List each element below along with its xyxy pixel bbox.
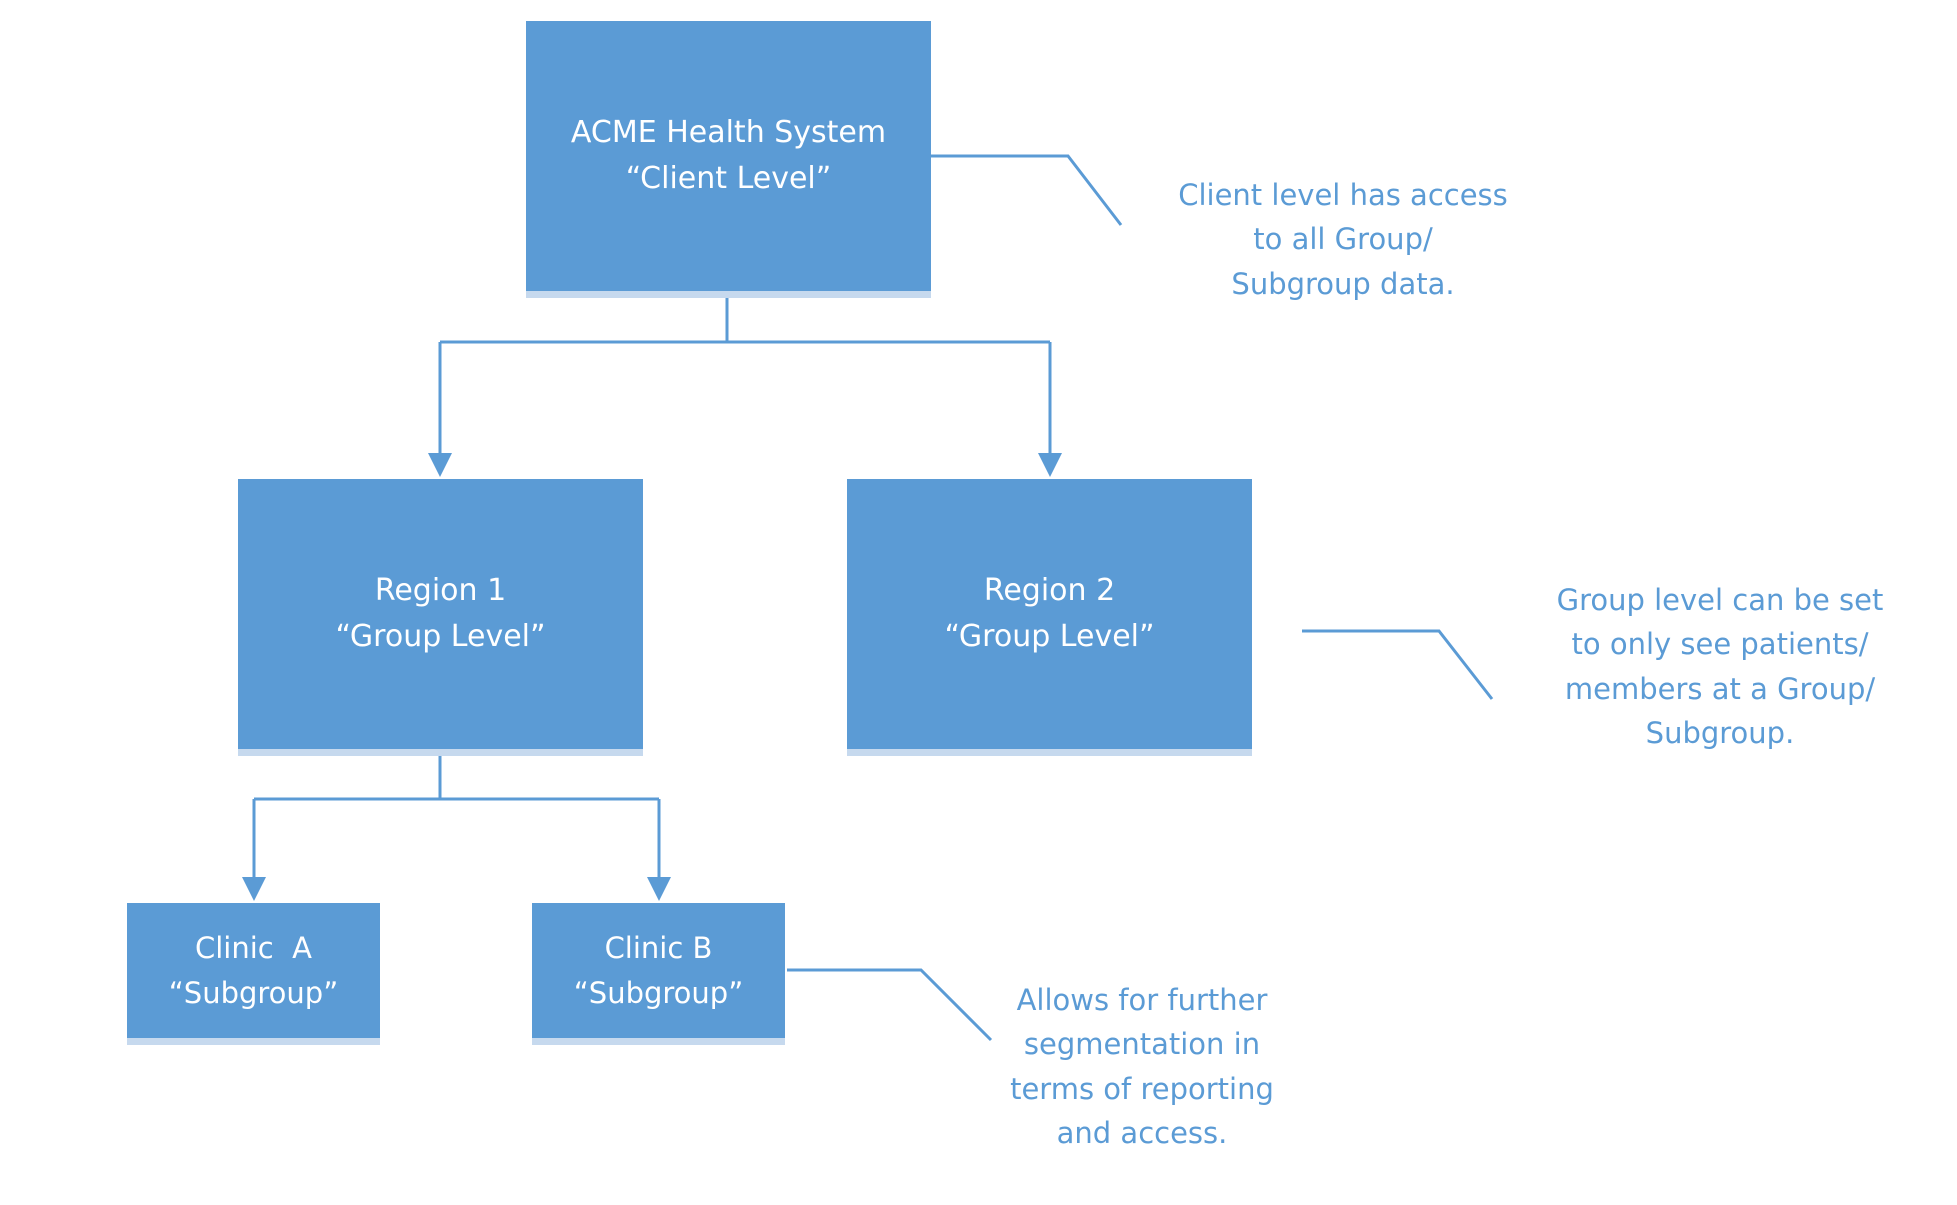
note-subgroup-line-3: terms of reporting [1010,1071,1274,1106]
node-clinic-b-name: Clinic B [604,931,713,966]
note-client-line-3: Subgroup data. [1231,266,1455,301]
node-clinic-a-name: Clinic A [194,931,313,966]
node-region-2: Region 2 “Group Level” [847,479,1252,749]
node-region-1-name: Region 1 [374,573,507,609]
node-region-2-name: Region 2 [983,573,1116,609]
note-subgroup-line-4: and access. [1056,1116,1228,1151]
node-region-2-level-label: “Group Level” [944,619,1155,654]
node-region-1-level-label: “Group Level” [335,619,546,654]
node-client-name: ACME Health System [570,115,887,151]
arrow-to-clinic-b [647,877,671,901]
note-group-line-3: members at a Group/ [1564,671,1876,706]
note-subgroup-level: Allows for further segmentation in terms… [962,978,1322,1155]
note-client-line-1: Client level has access [1178,178,1508,212]
node-clinic-b: Clinic B “Subgroup” [532,903,785,1038]
node-client-level-label: “Client Level” [625,161,832,196]
callout-line-group [1302,629,1494,700]
node-clinic-a: Clinic A “Subgroup” [127,903,380,1038]
arrow-to-region2 [1038,453,1062,477]
note-client-line-2: to all Group/ [1253,222,1433,257]
callout-line-client [931,154,1123,226]
note-group-line-2: to only see patients/ [1571,627,1869,662]
arrow-to-region1 [428,453,452,477]
note-group-level: Group level can be set to only see patie… [1510,578,1930,755]
node-clinic-a-level-label: “Subgroup” [168,975,339,1010]
node-client-level: ACME Health System “Client Level” [526,21,931,291]
note-group-line-1: Group level can be set [1556,583,1884,617]
arrow-to-clinic-a [242,877,266,901]
callout-line-subgroup [787,968,993,1042]
node-region-1: Region 1 “Group Level” [238,479,643,749]
node-clinic-b-level-label: “Subgroup” [573,975,744,1010]
note-subgroup-line-1: Allows for further [1016,983,1268,1017]
note-subgroup-line-2: segmentation in [1023,1027,1261,1062]
note-client-level: Client level has access to all Group/ Su… [1143,173,1543,306]
note-group-line-4: Subgroup. [1645,716,1795,751]
